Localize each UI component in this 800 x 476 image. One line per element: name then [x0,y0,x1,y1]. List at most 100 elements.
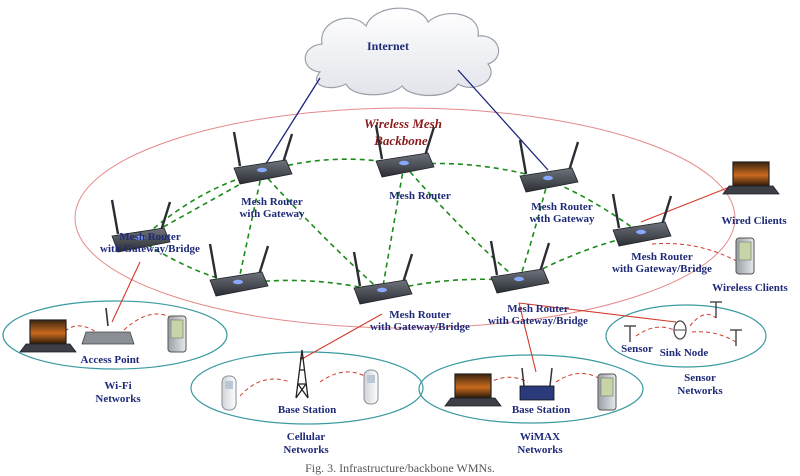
wireless-link [635,326,675,337]
router-led [399,160,409,166]
laptop-base [444,397,502,407]
wireless-link [651,242,743,265]
sensor-node-3 [730,329,742,346]
pda-screen [600,377,614,397]
wimax-base-station-label: Base Station [512,404,570,416]
cellular-network-label-line1: Cellular [287,431,326,443]
router-label-line1: Mesh Router [389,309,451,321]
router-label-line2: with Gateway [239,208,305,220]
router-label-line1: Mesh Router [531,201,593,213]
mesh-router-6 [352,251,414,305]
router-label-line1: Mesh Router [507,303,569,315]
wired-link [640,182,741,223]
wireless-link [319,371,369,383]
router-label-line2: with Gateway [529,213,595,225]
internet-label: Internet [367,39,409,53]
mesh-link [237,171,263,285]
laptop-base [722,185,780,195]
cellular-network-label-line2: Networks [283,444,329,456]
cellular-phone-right [363,369,379,405]
mesh-link [518,179,549,282]
phone-screen [367,375,375,383]
wired-client-laptop [722,161,780,195]
antenna [110,199,120,235]
wireless-link [239,378,291,397]
mesh-link [139,239,239,285]
antenna [352,251,362,287]
antenna [105,307,109,327]
wired-link [518,302,677,323]
mesh-router-4 [110,199,172,253]
mesh-router-5 [208,243,270,297]
wimax-network-ellipse [418,354,644,424]
router-label-line2: with Gateway/Bridge [370,321,470,333]
antenna [489,240,499,276]
wimax-network-label-line2: Networks [517,444,563,456]
antenna [549,367,553,387]
wireless-link [689,313,717,327]
mesh-link [403,164,520,282]
pda-screen [170,319,184,339]
wifi-network-ellipse [2,300,228,370]
cellular-phone-left [221,375,237,411]
sensor-network-label-line1: Sensor [684,372,716,384]
internet-link [261,77,321,171]
wired-clients-label: Wired Clients [721,215,787,227]
router-label-line2: with Gateway/Bridge [488,315,588,327]
phone-screen [225,381,233,389]
internet-link [457,69,549,171]
sensor-network-label-line2: Networks [677,385,723,397]
laptop-screen [732,161,770,187]
sensor-node-1 [624,325,636,342]
backbone-title-line1: Wireless Mesh [364,116,442,131]
wifi-laptop [19,319,77,353]
router-label-line2: with Gateway/Bridge [612,263,712,275]
wireless-client-pda [735,237,755,275]
cell-tower [295,349,309,399]
antenna [232,131,242,167]
wired-link [518,302,537,373]
wireless-clients-label: Wireless Clients [712,282,788,294]
wimax-pda [597,373,617,411]
access-point-label: Access Point [81,354,140,366]
access-point [81,307,135,345]
wifi-network-label-line2: Networks [95,393,141,405]
wimax-laptop [444,373,502,407]
wimax-network-label-line1: WiMAX [520,431,560,443]
router-led [233,279,243,285]
laptop-base [19,343,77,353]
mesh-link [381,164,405,293]
wired-link [111,261,141,323]
sink-node-label: Sink Node [660,347,709,359]
access-point-body [81,331,135,345]
base-station-body [519,385,555,401]
router-led [636,229,646,235]
antenna [208,243,218,279]
mesh-router-3 [518,139,580,193]
sensor-node-2 [710,301,722,318]
antenna [518,139,528,175]
router-led [377,287,387,293]
mesh-router-7 [489,240,551,294]
cellular-network-ellipse [190,351,424,425]
tower-lattice [295,349,309,399]
router-led [135,235,145,241]
router-led [543,175,553,181]
internet-cloud: Internet [304,7,500,96]
wifi-network-label-line1: Wi-Fi [104,380,131,392]
wireless-link [691,331,737,343]
router-label-line1: Mesh Router [631,251,693,263]
wireless-link [555,373,603,383]
backbone-ellipse [74,107,736,329]
router-led [257,167,267,173]
mesh-router-2 [374,124,436,178]
sensor-network-ellipse [605,304,767,368]
router-led [514,276,524,282]
router-label-line1: Mesh Router [241,196,303,208]
routers-layer [110,124,673,305]
pda-screen [738,241,752,261]
mesh-router-8 [611,193,673,247]
mesh-router-1 [232,131,294,185]
antenna [521,367,525,387]
wifi-pda [167,315,187,353]
